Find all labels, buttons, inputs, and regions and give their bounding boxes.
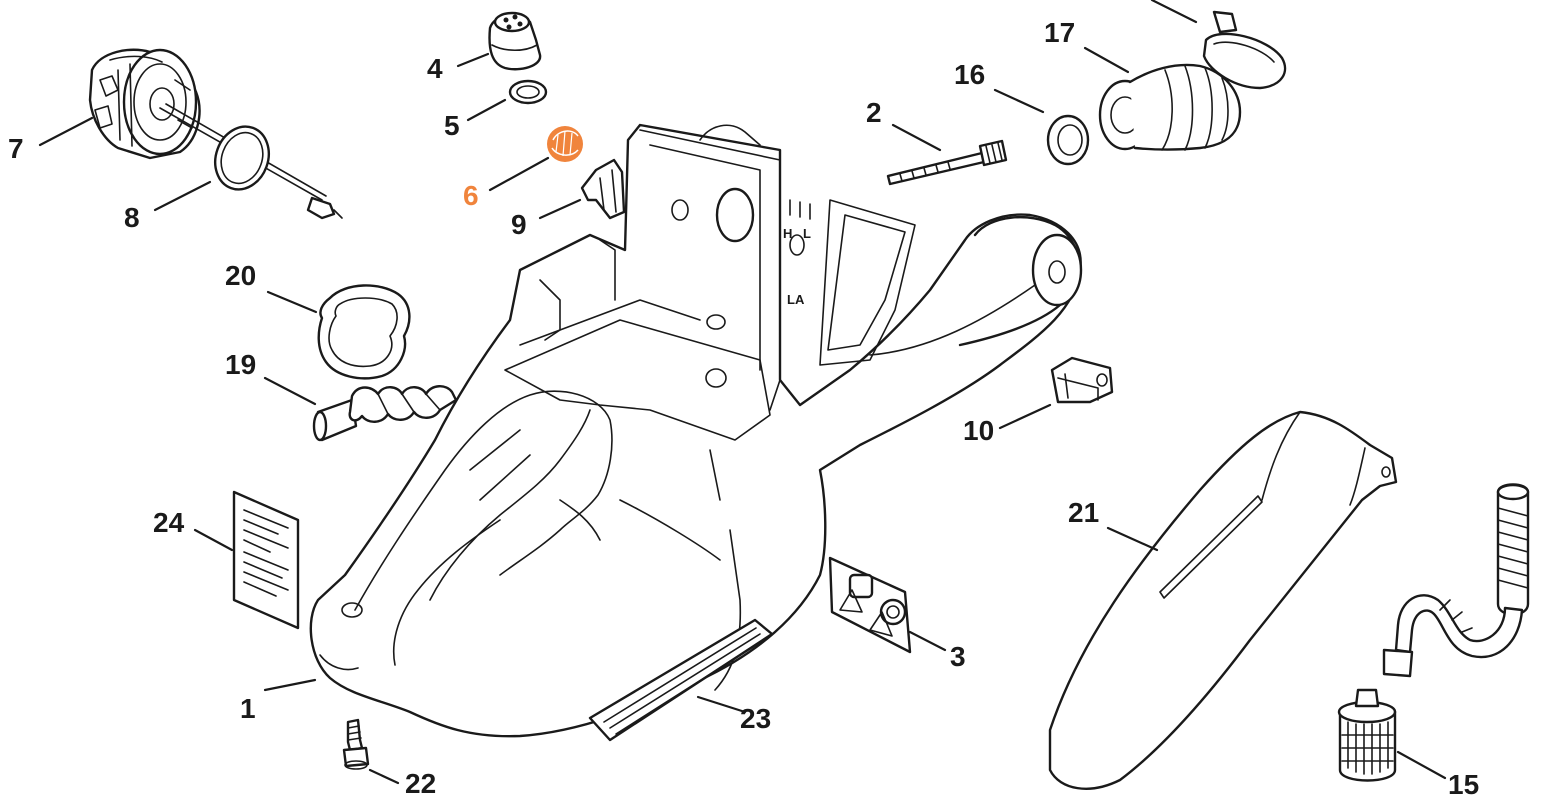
callout-24[interactable]: 24 (153, 507, 185, 538)
callout-1[interactable]: 1 (240, 693, 256, 724)
stamp-high: H (783, 226, 792, 241)
callout-6-highlighted[interactable]: 6 (463, 180, 479, 211)
part-2-screw[interactable] (886, 139, 1008, 186)
callout-labels: 1 2 3 4 5 6 7 8 9 10 15 16 17 19 20 21 2… (8, 17, 1479, 799)
part-20-gasket[interactable] (317, 284, 411, 380)
callout-22[interactable]: 22 (405, 768, 436, 799)
part-19-spring[interactable] (312, 385, 458, 442)
part-9-clip[interactable] (580, 158, 626, 220)
part-17-manifold[interactable] (1098, 10, 1287, 151)
callout-5[interactable]: 5 (444, 110, 460, 141)
part-4-valve[interactable] (488, 11, 542, 71)
callout-8[interactable]: 8 (124, 202, 140, 233)
callout-17[interactable]: 17 (1044, 17, 1075, 48)
part-8-o-ring[interactable] (207, 119, 278, 197)
part-23-plate[interactable] (588, 618, 774, 742)
part-1-housing[interactable]: H L LA (309, 123, 1083, 738)
callout-16[interactable]: 16 (954, 59, 985, 90)
part-21-cover[interactable] (1048, 410, 1398, 790)
callout-4[interactable]: 4 (427, 53, 443, 84)
callout-3[interactable]: 3 (950, 641, 966, 672)
callout-9[interactable]: 9 (511, 209, 527, 240)
callout-10[interactable]: 10 (963, 415, 994, 446)
stamp-low: L (803, 226, 811, 241)
callout-15[interactable]: 15 (1448, 769, 1479, 799)
callout-2[interactable]: 2 (866, 97, 882, 128)
part-6-plug-highlighted[interactable] (547, 126, 583, 162)
part-3-warning-label[interactable] (828, 556, 912, 654)
callout-20[interactable]: 20 (225, 260, 256, 291)
stamp-idle: LA (787, 292, 805, 307)
part-7-carburetor[interactable] (88, 48, 343, 220)
callout-7[interactable]: 7 (8, 133, 24, 164)
part-24-label[interactable] (232, 490, 300, 630)
callout-21[interactable]: 21 (1068, 497, 1099, 528)
callout-19[interactable]: 19 (225, 349, 256, 380)
leader-lines (38, 0, 1447, 785)
part-22-screw[interactable] (342, 718, 370, 770)
callout-23[interactable]: 23 (740, 703, 771, 734)
part-16-seal[interactable] (1046, 114, 1090, 166)
part-10-bracket[interactable] (1050, 356, 1114, 404)
part-15-fuel-filter[interactable] (1337, 483, 1530, 782)
part-5-o-ring[interactable] (508, 79, 548, 105)
